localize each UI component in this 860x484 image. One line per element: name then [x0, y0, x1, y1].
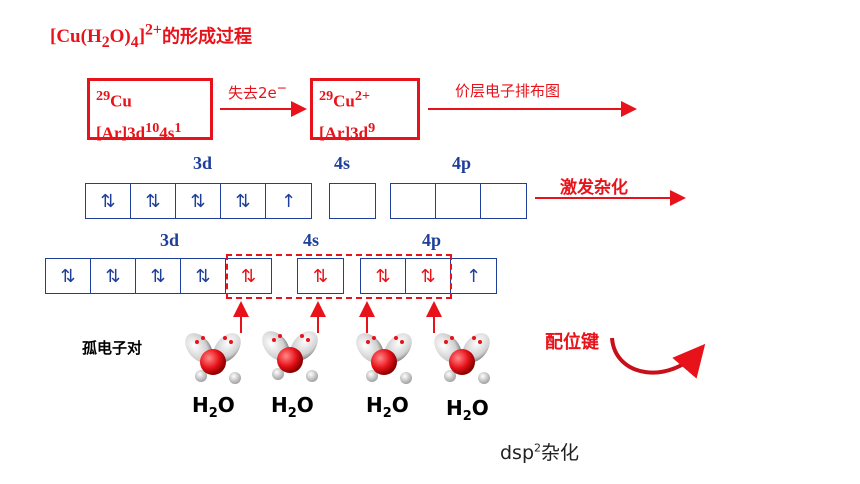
hybrid-orbitals-outline	[226, 254, 452, 299]
cu-config: [Ar]3d104s1	[96, 119, 182, 143]
row1-3d-label: 3d	[193, 153, 213, 173]
cu2-config-box: 29Cu2+ [Ar]3d9	[310, 78, 420, 142]
lone-pair-label: 孤电子对	[82, 339, 143, 357]
row2-4p-orbitals: ⇅ ⇅ ↑	[360, 258, 497, 294]
water-formula: H2O	[366, 393, 409, 421]
row2-3d-label: 3d	[160, 230, 180, 250]
lose-electrons-label: 失去2e−	[228, 80, 288, 102]
title-suffix: 的形成过程	[161, 26, 252, 48]
cu-config-box: 29Cu [Ar]3d104s1	[87, 78, 213, 142]
row2-4s-orbitals: ⇅	[297, 258, 344, 294]
orbital-box: ⇅	[361, 259, 406, 293]
orbital-box: ⇅	[136, 259, 181, 293]
orbital-box	[391, 184, 436, 218]
water-formula: H2O	[446, 396, 489, 424]
cu2-symbol: 29Cu2+	[319, 88, 371, 111]
orbital-box: ↑	[465, 265, 482, 287]
coordinate-bond-label: 配位键	[545, 332, 599, 353]
orbital-box: ⇅	[221, 184, 266, 218]
row1-4p-label: 4p	[452, 153, 472, 173]
coordinate-bond-arrow	[610, 337, 706, 379]
row2-4p-label: 4p	[422, 230, 442, 250]
water-formula: H2O	[192, 393, 235, 421]
orbital-box: ⇅	[91, 259, 136, 293]
row1-4s-orbitals	[329, 183, 376, 219]
orbital-box: ↑	[280, 190, 297, 212]
orbital-box: ⇅	[240, 265, 257, 287]
hybridization-label: dsp2杂化	[500, 441, 580, 464]
water-molecule-4	[434, 333, 490, 384]
title-formula: [Cu(H2O)4]2+	[50, 22, 162, 52]
water-formula: H2O	[271, 393, 314, 421]
row2-4s-label: 4s	[303, 230, 320, 250]
cu-symbol: 29Cu	[96, 88, 132, 111]
page-title: [Cu(H2O)4]2+的形成过程	[50, 22, 252, 52]
row1-4p-orbitals	[390, 183, 527, 219]
row1-3d-orbitals: ⇅ ⇅ ⇅ ⇅ ↑	[85, 183, 312, 219]
orbital-box: ⇅	[46, 259, 91, 293]
row2-3d-orbitals: ⇅ ⇅ ⇅ ⇅ ⇅	[45, 258, 272, 294]
orbital-box: ⇅	[181, 259, 226, 293]
water-molecule-3	[356, 333, 412, 384]
excite-hybridize-label: 激发杂化	[560, 178, 628, 198]
valence-diagram-label: 价层电子排布图	[455, 82, 561, 100]
cu2-config: [Ar]3d9	[319, 119, 376, 143]
water-molecule-2	[262, 331, 318, 382]
water-molecule-1	[185, 333, 241, 384]
orbital-box: ⇅	[131, 184, 176, 218]
orbital-box: ⇅	[86, 184, 131, 218]
orbital-box	[436, 184, 481, 218]
orbital-box: ⇅	[312, 265, 329, 287]
row1-4s-label: 4s	[334, 153, 351, 173]
orbital-box: ⇅	[176, 184, 221, 218]
